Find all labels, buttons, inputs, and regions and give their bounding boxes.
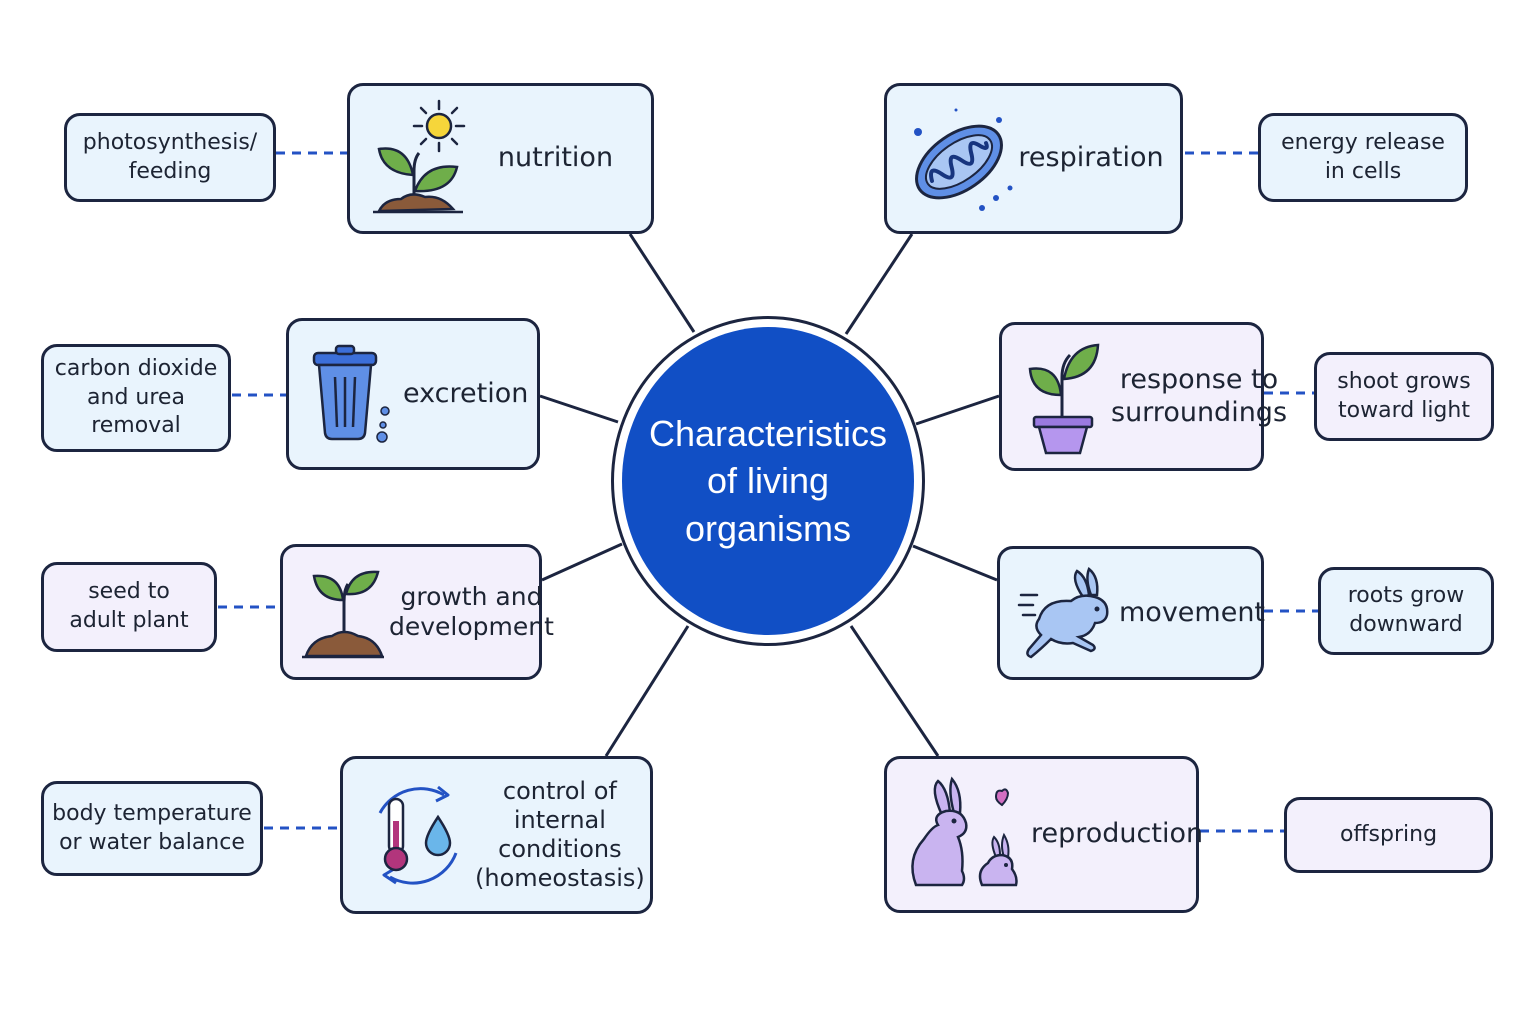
- connector-respiration: [844, 233, 914, 335]
- mitochondrion-icon: [901, 99, 1016, 219]
- node-growth: growth and development: [280, 544, 554, 680]
- excretion-detail: carbon dioxide and urea removal: [54, 356, 218, 439]
- response-label: response to surroundings: [1111, 364, 1288, 428]
- growth-label: growth and development: [389, 582, 554, 641]
- respiration-detail: energy release in cells: [1281, 129, 1445, 184]
- seedling-icon: [297, 557, 389, 667]
- trash-bin-icon: [303, 334, 403, 454]
- center-label: Characteristics of living organisms: [648, 412, 888, 549]
- detail-movement: roots grow downward: [1318, 567, 1494, 655]
- reproduction-detail: offspring: [1339, 821, 1438, 847]
- node-reproduction: reproduction: [884, 756, 1203, 913]
- detail-response: shoot grows toward light: [1314, 352, 1494, 441]
- running-rabbit-icon: [1014, 558, 1119, 668]
- detail-reproduction: offspring: [1284, 797, 1493, 873]
- nutrition-label: nutrition: [497, 142, 614, 174]
- response-detail: shoot grows toward light: [1337, 368, 1471, 423]
- node-excretion: excretion: [286, 318, 540, 470]
- detail-excretion: carbon dioxide and urea removal: [41, 344, 231, 452]
- excretion-label: excretion: [403, 377, 529, 409]
- reproduction-label: reproduction: [1031, 818, 1204, 850]
- node-movement: movement: [997, 546, 1266, 680]
- movement-detail: roots grow downward: [1347, 583, 1465, 637]
- detail-growth: seed to adult plant: [41, 562, 217, 652]
- growth-detail: seed to adult plant: [69, 579, 189, 633]
- sprout-sun-icon: [364, 99, 474, 219]
- detail-homeostasis: body temperature or water balance: [41, 781, 263, 876]
- node-response: response to surroundings: [999, 322, 1287, 471]
- node-homeostasis: control of internal conditions (homeosta…: [340, 756, 653, 914]
- rabbit-family-icon: [901, 770, 1031, 900]
- homeostasis-label: control of internal conditions (homeosta…: [475, 777, 645, 892]
- movement-label: movement: [1119, 596, 1266, 628]
- node-nutrition: nutrition: [347, 83, 654, 234]
- detail-respiration: energy release in cells: [1258, 113, 1468, 202]
- connector-reproduction: [849, 625, 940, 757]
- homeostasis-detail: body temperature or water balance: [52, 800, 252, 855]
- center-node: Characteristics of living organisms: [611, 316, 925, 646]
- connector-nutrition: [628, 233, 696, 333]
- potted-plant-icon: [1016, 334, 1111, 459]
- respiration-label: respiration: [1018, 142, 1164, 174]
- center-circle: Characteristics of living organisms: [622, 327, 914, 635]
- connector-excretion: [539, 394, 619, 424]
- connector-homeostasis: [604, 625, 690, 757]
- connector-movement: [912, 544, 998, 582]
- node-respiration: respiration: [884, 83, 1183, 234]
- thermometer-droplet-icon: [357, 770, 475, 900]
- nutrition-detail: photosynthesis/ feeding: [82, 129, 258, 184]
- detail-nutrition: photosynthesis/ feeding: [64, 113, 276, 202]
- connector-response: [915, 394, 1000, 426]
- connector-growth: [541, 542, 623, 582]
